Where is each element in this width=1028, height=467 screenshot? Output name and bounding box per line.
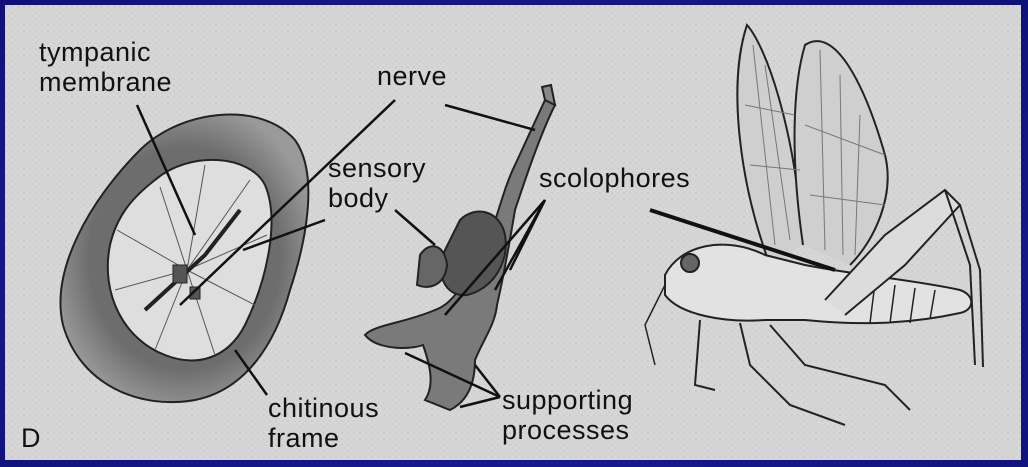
- label-chitinous: chitinous: [268, 395, 379, 421]
- label-frame: frame: [268, 425, 340, 451]
- label-processes: processes: [502, 417, 630, 443]
- label-nerve: nerve: [377, 63, 447, 89]
- label-scolophores: scolophores: [539, 165, 690, 191]
- label-tympanic: tympanic: [39, 39, 151, 65]
- panel-letter: D: [21, 425, 41, 451]
- label-membrane: membrane: [39, 69, 172, 95]
- label-supporting: supporting: [502, 387, 633, 413]
- diagram-panel: tympanic membrane nerve sensory body sco…: [5, 5, 1021, 460]
- label-sensory: sensory: [328, 155, 426, 181]
- label-body: body: [328, 185, 389, 211]
